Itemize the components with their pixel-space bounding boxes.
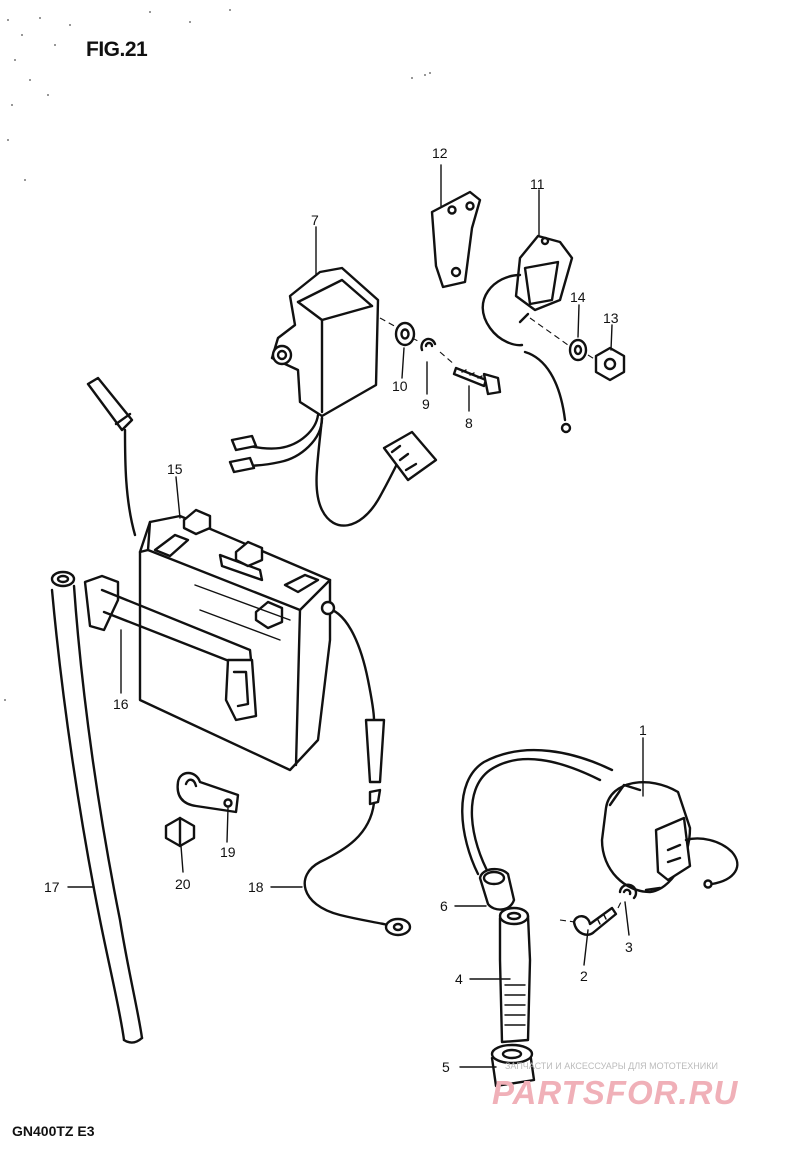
- part-2-screw: [572, 906, 618, 936]
- part-20-bolt: [164, 816, 196, 848]
- callout-20: 20: [175, 876, 191, 892]
- part-5-cap-end: [490, 1043, 536, 1088]
- watermark-brand: PARTSFOR.RU: [492, 1074, 739, 1111]
- callout-5: 5: [442, 1059, 450, 1075]
- callout-8: 8: [465, 415, 473, 431]
- part-1-coil: [461, 748, 739, 894]
- part-8-bolt: [452, 366, 502, 396]
- figure-title: FIG.21: [86, 38, 148, 61]
- part-7-regulator: [228, 266, 438, 527]
- part-13-nut: [594, 346, 626, 382]
- center-lines: [379, 317, 623, 923]
- part-16-strap: [83, 574, 258, 722]
- part-10-washer: [394, 321, 416, 347]
- part-17-hose: [50, 570, 144, 1044]
- callout-1: 1: [639, 722, 647, 738]
- callout-10: 10: [392, 378, 408, 394]
- scan-noise: [4, 9, 431, 701]
- part-12-bracket: [430, 190, 482, 289]
- callout-13: 13: [603, 310, 619, 326]
- part-19-clamp: [176, 771, 240, 814]
- model-code: GN400TZ E3: [12, 1123, 95, 1139]
- leader-lines: [67, 164, 644, 1068]
- callout-11: 11: [530, 176, 545, 192]
- part-3-washer: [618, 883, 638, 900]
- callout-16: 16: [113, 696, 129, 712]
- part-11-unit: [481, 234, 574, 434]
- callout-17: 17: [44, 879, 60, 895]
- callout-labels: 1 2 3 4 5 6 7 8 9 10 11 12 13 14 15 16 1…: [44, 145, 647, 1075]
- callout-4: 4: [455, 971, 463, 987]
- part-14-washer: [568, 338, 588, 362]
- part-18-lead: [303, 788, 412, 937]
- callout-9: 9: [422, 396, 430, 412]
- watermark-tagline: ЗАПЧАСТИ И АКСЕССУАРЫ ДЛЯ МОТОТЕХНИКИ: [505, 1061, 718, 1071]
- callout-12: 12: [432, 145, 448, 161]
- part-4-plug-cap: [498, 906, 532, 1044]
- callout-15: 15: [167, 461, 183, 477]
- callout-7: 7: [311, 212, 319, 228]
- callout-14: 14: [570, 289, 586, 305]
- callout-18: 18: [248, 879, 264, 895]
- part-6-grommet: [478, 867, 516, 911]
- callout-2: 2: [580, 968, 588, 984]
- callout-3: 3: [625, 939, 633, 955]
- callout-6: 6: [440, 898, 448, 914]
- callout-19: 19: [220, 844, 236, 860]
- part-9-lockwasher: [420, 337, 437, 352]
